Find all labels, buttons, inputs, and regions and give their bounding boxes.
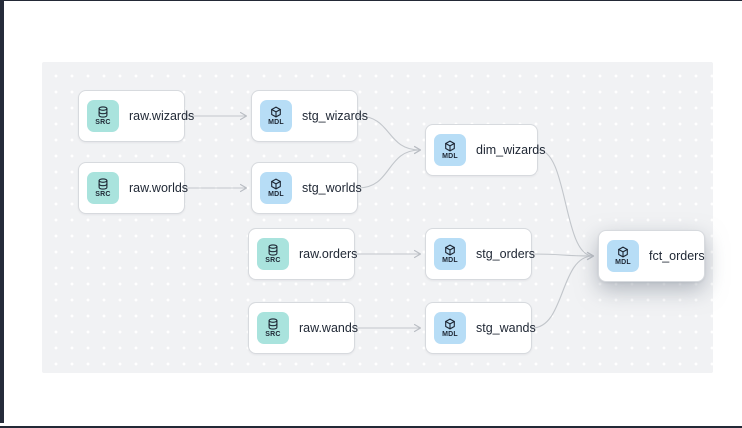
database-icon [267, 317, 279, 330]
node-stg_worlds[interactable]: MDL stg_worlds [251, 162, 362, 214]
node-type-badge: MDL [434, 312, 466, 344]
node-type-badge: SRC [87, 172, 119, 204]
database-icon [97, 177, 109, 190]
node-label: raw.wands [299, 321, 359, 335]
cube-icon [617, 246, 629, 258]
edge-layer [184, 111, 595, 333]
node-stg_wizards[interactable]: MDL stg_wizards [251, 90, 368, 142]
node-raw_orders[interactable]: SRC raw.orders [248, 228, 358, 280]
node-stg_orders[interactable]: MDL stg_orders [425, 228, 536, 280]
edge-stg_orders-to-fct_orders [531, 251, 595, 261]
node-type-badge: SRC [257, 238, 289, 270]
edge-stg_wands-to-fct_orders [531, 251, 595, 329]
node-type-label: SRC [265, 330, 281, 338]
window-bottom-edge [0, 426, 742, 428]
node-raw_wands[interactable]: SRC raw.wands [248, 302, 359, 354]
node-type-label: MDL [615, 258, 631, 266]
node-stg_wands[interactable]: MDL stg_wands [425, 302, 536, 354]
node-type-badge: MDL [434, 134, 466, 166]
node-type-label: MDL [442, 152, 458, 160]
edge-dim_wizards-to-fct_orders [537, 149, 595, 261]
node-type-label: MDL [268, 190, 284, 198]
node-label: stg_worlds [302, 181, 362, 195]
database-icon [267, 243, 279, 256]
node-label: stg_orders [476, 247, 536, 261]
database-icon [97, 105, 109, 118]
node-type-label: MDL [442, 330, 458, 338]
node-type-badge: MDL [260, 100, 292, 132]
node-type-badge: MDL [434, 238, 466, 270]
node-fct_orders[interactable]: MDL fct_orders [598, 230, 705, 282]
cube-icon [270, 178, 282, 190]
node-type-label: SRC [265, 256, 281, 264]
edge-stg_worlds-to-dim_wizards [357, 145, 422, 189]
node-label: raw.orders [299, 247, 358, 261]
node-label: raw.wizards [129, 109, 195, 123]
node-label: raw.worlds [129, 181, 189, 195]
node-raw_worlds[interactable]: SRC raw.worlds [78, 162, 189, 214]
node-label: stg_wizards [302, 109, 368, 123]
node-dim_wizards[interactable]: MDL dim_wizards [425, 124, 545, 176]
node-type-label: MDL [268, 118, 284, 126]
node-raw_wizards[interactable]: SRC raw.wizards [78, 90, 194, 142]
node-type-label: SRC [95, 190, 111, 198]
edge-stg_wizards-to-dim_wizards [357, 115, 422, 155]
node-type-label: MDL [442, 256, 458, 264]
node-type-badge: SRC [257, 312, 289, 344]
node-type-badge: MDL [607, 240, 639, 272]
node-type-badge: SRC [87, 100, 119, 132]
cube-icon [444, 244, 456, 256]
window-top-edge [0, 0, 742, 1]
cube-icon [444, 318, 456, 330]
node-label: dim_wizards [476, 143, 546, 157]
node-type-badge: MDL [260, 172, 292, 204]
window-left-edge [0, 0, 4, 423]
node-label: fct_orders [649, 249, 705, 263]
cube-icon [444, 140, 456, 152]
node-type-label: SRC [95, 118, 111, 126]
node-label: stg_wands [476, 321, 536, 335]
cube-icon [270, 106, 282, 118]
lineage-canvas[interactable]: SRC raw.wizards SRC raw.worlds SRC raw.o… [42, 62, 713, 373]
